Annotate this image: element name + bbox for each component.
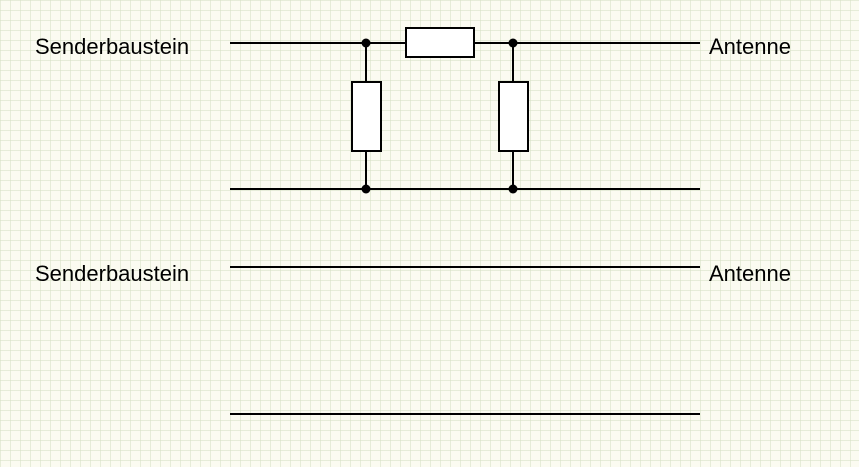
left-shunt-resistor xyxy=(351,81,382,152)
right-shunt-resistor xyxy=(498,81,529,152)
empty-line-circuit: Senderbaustein Antenne xyxy=(35,261,791,415)
top-left-label: Senderbaustein xyxy=(35,34,189,59)
series-resistor xyxy=(405,27,475,58)
junction-dot-bottom-left xyxy=(361,184,371,194)
bottom-right-label: Antenne xyxy=(709,261,791,286)
junction-dot-bottom-right xyxy=(508,184,518,194)
top-right-label: Antenne xyxy=(709,34,791,59)
junction-dot-top-left xyxy=(361,38,371,48)
pi-network-circuit: Senderbaustein Antenne xyxy=(35,27,791,194)
bottom-left-label: Senderbaustein xyxy=(35,261,189,286)
junction-dot-top-right xyxy=(508,38,518,48)
